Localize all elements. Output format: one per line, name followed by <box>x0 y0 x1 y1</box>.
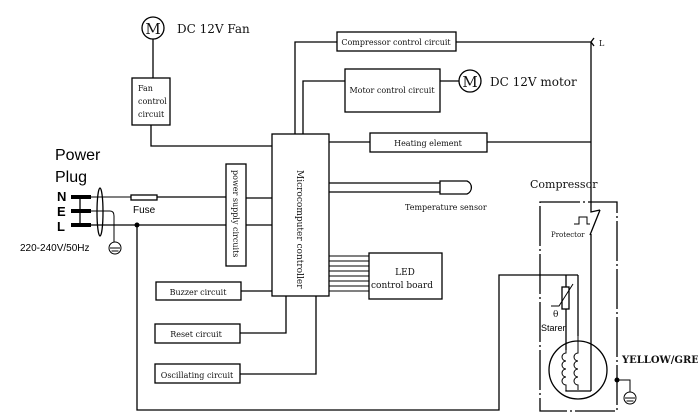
fuse-label: Fuse <box>133 205 156 216</box>
fan-control-text-2: control <box>138 97 167 106</box>
earth-ground-icon <box>108 241 122 255</box>
protector-label: Protector <box>551 231 585 239</box>
cable-sheath-icon <box>96 187 104 237</box>
dc-motor-icon <box>458 69 482 93</box>
voltage-rating-label: 220-240V/50Hz <box>20 243 90 254</box>
led-control-board: LED control board <box>368 252 443 300</box>
fuse-icon <box>130 194 158 201</box>
power-supply-label: power supply circuits <box>231 170 240 257</box>
power-plug-title-2: Plug <box>55 169 87 186</box>
fan-motor: M DC 12V Fan <box>141 16 250 40</box>
heating-element: Heating element <box>369 132 488 153</box>
power-plug-title: Power <box>55 147 101 164</box>
buzzer-label: Buzzer circuit <box>170 288 228 297</box>
compressor-ground-icon <box>623 391 637 405</box>
reset-circuit: Reset circuit <box>154 323 241 344</box>
microcomputer-controller: Microcomputer controller <box>271 133 330 297</box>
pin-l-label: L <box>57 219 65 234</box>
oscillating-circuit: Oscillating circuit <box>154 363 241 384</box>
heating-element-label: Heating element <box>394 139 463 148</box>
theta-symbol: θ <box>553 310 558 320</box>
starter-label: Starer <box>541 323 566 333</box>
protector-icon <box>574 202 601 236</box>
compressor-control-circuit: Compressor control circuit <box>336 31 457 52</box>
oscillating-label: Oscillating circuit <box>161 371 234 380</box>
compressor-title: Compressor <box>530 178 598 191</box>
pin-e-label: E <box>57 204 66 219</box>
reset-label: Reset circuit <box>170 330 222 339</box>
plug-prongs-icon <box>71 195 91 227</box>
compressor-control-label: Compressor control circuit <box>341 38 451 47</box>
temperature-sensor-label: Temperature sensor <box>405 203 487 212</box>
microcomputer-label: Microcomputer controller <box>294 170 304 289</box>
pin-n-label: N <box>57 189 66 204</box>
fan-control-text-3: circuit <box>138 110 165 119</box>
fan-motor-symbol: M <box>145 20 160 38</box>
fan-motor-label: DC 12V Fan <box>177 22 250 36</box>
dc-motor-symbol: M <box>462 73 477 91</box>
winding-icon <box>561 336 591 392</box>
led-label-1: LED <box>395 268 415 278</box>
dc-motor-label: DC 12V motor <box>490 75 577 89</box>
led-label-2: control board <box>371 281 433 291</box>
starter-ptc-icon <box>561 286 570 310</box>
fan-control-circuit: Fan control circuit <box>131 77 171 126</box>
power-supply-circuits: power supply circuits <box>225 163 247 267</box>
fan-control-text-1: Fan <box>138 84 153 93</box>
temperature-sensor-icon <box>439 180 473 195</box>
motor-control-circuit: Motor control circuit <box>344 68 441 113</box>
motor-control-label: Motor control circuit <box>349 86 435 95</box>
buzzer-circuit: Buzzer circuit <box>155 281 242 301</box>
yellow-green-label: YELLOW/GREEN <box>621 355 698 366</box>
compressor-housing <box>539 201 618 412</box>
l-terminal-label: L <box>599 39 605 48</box>
